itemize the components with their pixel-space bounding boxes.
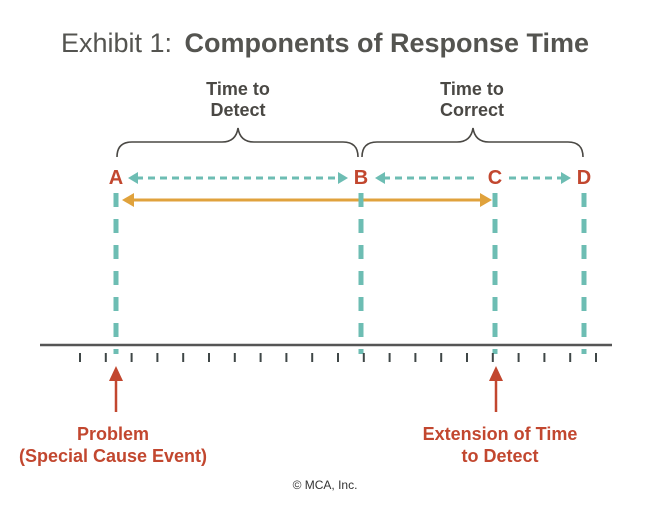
a-to-b-dashed-arrow [128, 172, 348, 184]
extension-callout-line2: to Detect [461, 446, 538, 466]
detect-bracket [116, 127, 359, 158]
c-to-d-dashed-arrow [509, 172, 571, 184]
copyright-credit: © MCA, Inc. [293, 478, 358, 492]
time-to-detect-label-line2: Detect [210, 100, 265, 120]
title-main: Components of Response Time [184, 28, 589, 58]
point-b-label: B [354, 167, 368, 189]
time-to-correct-label-line1: Time to [440, 79, 504, 99]
title-prefix: Exhibit 1: [61, 28, 172, 58]
point-c-label: C [488, 167, 502, 189]
extension-callout-line1: Extension of Time [423, 424, 578, 444]
problem-arrow [109, 366, 123, 412]
point-d-label: D [577, 167, 591, 189]
b-to-c-dashed-arrow [375, 172, 474, 184]
time-to-correct-label-line2: Correct [440, 100, 504, 120]
timeline-ticks [79, 353, 597, 362]
diagram-title: Exhibit 1: Components of Response Time [61, 28, 589, 58]
correct-bracket [361, 127, 584, 158]
a-to-c-gold-arrow [122, 193, 492, 207]
problem-callout-line1: Problem [77, 424, 149, 444]
problem-callout-line2: (Special Cause Event) [19, 446, 207, 466]
time-to-detect-label-line1: Time to [206, 79, 270, 99]
extension-arrow [489, 366, 503, 412]
point-a-label: A [109, 167, 123, 189]
